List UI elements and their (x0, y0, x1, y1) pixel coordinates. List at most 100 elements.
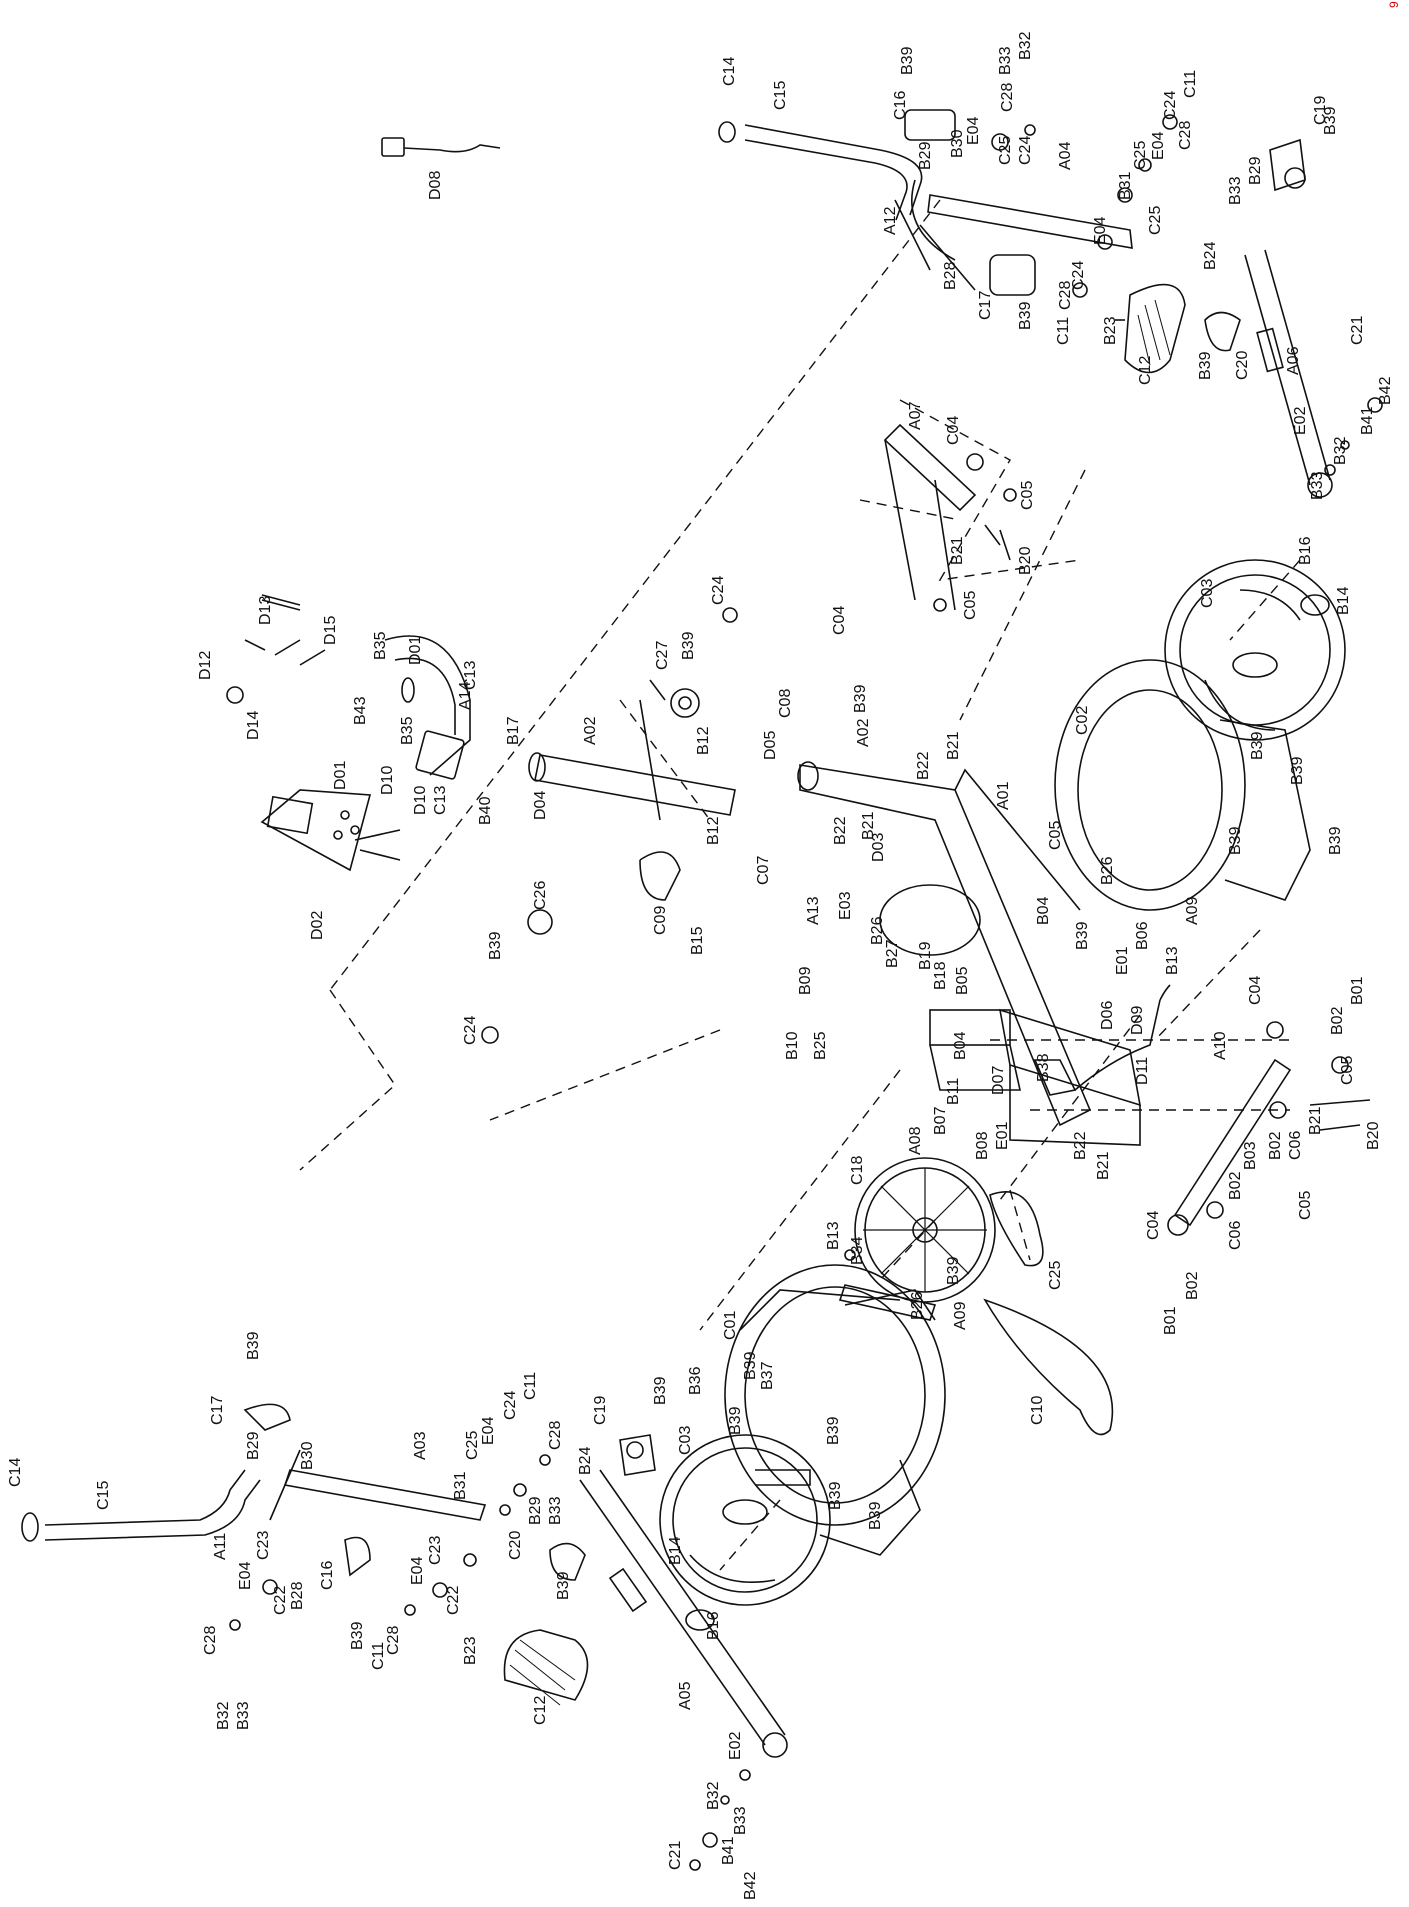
label-b10: B10 (784, 1031, 801, 1060)
label-e03: E03 (837, 891, 854, 920)
label-b33-b: B33 (1227, 176, 1244, 205)
label-c28-e: C28 (202, 1626, 219, 1655)
label-b33-d: B33 (547, 1496, 564, 1525)
label-a12: A12 (882, 206, 899, 235)
label-e01-b: E01 (994, 1121, 1011, 1150)
main-frame-a01 (797, 761, 1171, 1146)
label-b12-a: B12 (695, 726, 712, 755)
label-c04-c: C04 (1247, 976, 1264, 1005)
label-b18: B18 (932, 961, 949, 990)
label-d04: D04 (532, 791, 549, 820)
label-c12-a: C12 (1137, 356, 1154, 385)
label-b38: B38 (1035, 1053, 1052, 1082)
label-b39-g: B39 (852, 684, 869, 713)
label-b37: B37 (759, 1361, 776, 1390)
assembly-guide-lines (299, 199, 1301, 1571)
part-labels: C14 C15 B39 B33 B32 C16 B29 B30 E04 C28 … (7, 31, 1394, 1900)
label-b28-a: B28 (942, 261, 959, 290)
drive-belts (983, 1191, 1114, 1436)
label-a06: A06 (1285, 346, 1302, 375)
label-b01-a: B01 (1349, 976, 1366, 1005)
label-b23-b: B23 (462, 1636, 479, 1665)
label-b20-a: B20 (1017, 546, 1034, 575)
label-b39-m: B39 (945, 1256, 962, 1285)
label-e04-c: E04 (1092, 216, 1109, 245)
label-b16-b: B16 (705, 1611, 722, 1640)
label-b39-h: B39 (1249, 731, 1266, 760)
label-a09-a: A09 (1184, 896, 1201, 925)
label-b43: B43 (352, 696, 369, 725)
label-b39-i: B39 (1289, 756, 1306, 785)
label-b39-b: B39 (1017, 301, 1034, 330)
label-b15: B15 (689, 926, 706, 955)
label-c28-d: C28 (547, 1421, 564, 1450)
label-d10-b: D10 (412, 786, 429, 815)
label-b07: B07 (932, 1106, 949, 1135)
label-c19-a: C19 (1312, 96, 1329, 125)
left-shroud-c01 (724, 1264, 946, 1556)
label-d11: D11 (1134, 1057, 1151, 1085)
label-c22-b: C22 (445, 1586, 462, 1615)
label-b33-c: B33 (1309, 471, 1326, 500)
label-c08: C08 (777, 689, 794, 718)
right-upper-handlebar (718, 109, 1178, 298)
label-c05-e: C05 (1297, 1191, 1314, 1220)
label-b33-f: B33 (235, 1701, 252, 1730)
label-c16-a: C16 (892, 91, 909, 120)
label-b39-r: B39 (867, 1501, 884, 1530)
flywheel-c18 (854, 1157, 996, 1303)
label-a01: A01 (995, 781, 1012, 810)
label-a11: A11 (212, 1533, 229, 1560)
label-c14-top: C14 (721, 57, 738, 86)
label-d12: D12 (197, 651, 214, 680)
label-b39-f: B39 (487, 931, 504, 960)
label-d09: D09 (1129, 1006, 1146, 1035)
label-d08: D08 (427, 171, 444, 200)
label-c19-b: C19 (592, 1396, 609, 1425)
label-d06: D06 (1099, 1001, 1116, 1030)
label-d03: D03 (870, 833, 887, 862)
label-c28-b: C28 (1177, 121, 1194, 150)
label-d15: D15 (322, 616, 339, 645)
label-b03: B03 (1242, 1141, 1259, 1170)
page-number: 9 (1387, 1, 1401, 8)
label-b22-a: B22 (915, 751, 932, 780)
label-d10-a: D10 (379, 766, 396, 795)
label-b39-n: B39 (742, 1351, 759, 1380)
label-c27: C27 (654, 641, 671, 670)
label-c21-b: C21 (667, 1841, 684, 1870)
label-a10: A10 (1212, 1031, 1229, 1060)
label-d05: D05 (762, 731, 779, 760)
label-d01-b: D01 (332, 761, 349, 790)
label-b29-d: B29 (245, 1431, 262, 1460)
label-b32-d: B32 (215, 1701, 232, 1730)
label-c07: C07 (755, 856, 772, 885)
label-b36: B36 (687, 1366, 704, 1395)
label-b21-d: B21 (1095, 1151, 1112, 1180)
label-d13: D13 (257, 596, 274, 625)
label-b33-a: B33 (997, 46, 1014, 75)
label-a02-a: A02 (582, 716, 599, 745)
label-c11-d: C11 (370, 1642, 387, 1670)
label-b26-a: B26 (869, 916, 886, 945)
label-b32-c: B32 (705, 1781, 722, 1810)
label-b14-b: B14 (667, 1536, 684, 1565)
label-e02-a: E02 (1292, 406, 1309, 435)
label-e04-a: E04 (965, 116, 982, 145)
label-b04-b: B04 (952, 1031, 969, 1060)
label-b39-s: B39 (652, 1376, 669, 1405)
label-c21-a: C21 (1349, 316, 1366, 345)
label-b21-c: B21 (860, 811, 877, 840)
label-a08: A08 (907, 1126, 924, 1155)
label-b12-b: B12 (705, 816, 722, 845)
label-c17-b: C17 (209, 1396, 226, 1425)
label-b23-a: B23 (1102, 316, 1119, 345)
right-shroud-c02 (1054, 659, 1311, 911)
label-b24-a: B24 (1202, 241, 1219, 270)
label-b19: B19 (917, 941, 934, 970)
label-b04-a: B04 (1035, 896, 1052, 925)
label-c25-d: C25 (1047, 1261, 1064, 1290)
label-e04-e: E04 (237, 1561, 254, 1590)
left-upper-handlebar (21, 1403, 551, 1631)
label-c01: C01 (722, 1311, 739, 1340)
